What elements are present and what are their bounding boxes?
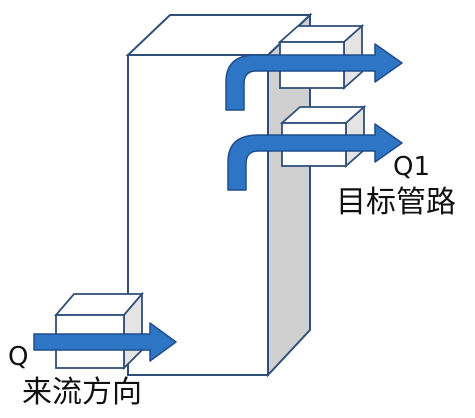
inflow-symbol-label: Q <box>8 342 29 372</box>
inflow-arrow <box>33 322 177 362</box>
inlet-box <box>54 291 144 371</box>
upper-outflow-arrow <box>225 43 403 111</box>
main-box <box>125 12 313 378</box>
target-pipe-caption: 目标管路 <box>336 185 456 220</box>
outflow-symbol-label: Q1 <box>393 152 431 182</box>
inflow-direction-caption: 来流方向 <box>22 375 142 410</box>
lower-outflow-arrow <box>227 123 403 191</box>
main-box-front-face <box>127 54 269 376</box>
